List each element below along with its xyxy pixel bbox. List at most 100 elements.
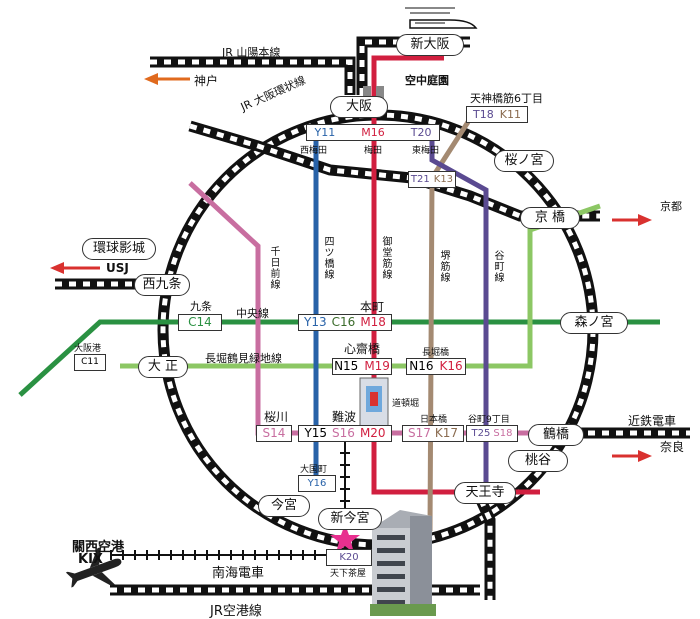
tanimachi-line — [429, 124, 489, 500]
station-code-kujo[interactable]: C14 — [178, 314, 222, 331]
usj-label: USJ — [106, 261, 129, 275]
station-code-namba[interactable]: Y15 S16 M20 — [298, 425, 392, 442]
chuo-line — [18, 319, 660, 397]
sakaisuji-line-label: 堺筋線 — [438, 250, 449, 283]
code-t21: T21 — [410, 174, 430, 185]
kansai-airport-label: 關西空港 — [72, 540, 125, 555]
code-s17: S17 — [407, 426, 431, 440]
code-y13: Y13 — [304, 315, 327, 329]
code-t25: T25 — [471, 428, 491, 439]
station-code-daikokucho[interactable]: Y16 — [298, 475, 336, 492]
code-t18: T18 — [473, 108, 494, 121]
station-taisho[interactable]: 大 正 — [138, 356, 188, 378]
code-n15: N15 — [334, 359, 359, 373]
hommachi-label: 本町 — [360, 300, 385, 314]
kobe-label: 神户 — [194, 74, 219, 88]
code-m19: M19 — [364, 359, 390, 373]
code-m18: M18 — [360, 315, 386, 329]
usj-arrow — [50, 262, 100, 274]
code-y11: Y11 — [314, 126, 336, 139]
nara-label: 奈良 — [660, 440, 685, 454]
tanimachi-line-label: 谷町線 — [492, 250, 503, 283]
yotsubashi-line-label: 四ツ橋線 — [322, 236, 333, 280]
station-shin-osaka[interactable]: 新大阪 — [396, 34, 464, 56]
code-c16: C16 — [331, 315, 356, 329]
nagahori-line-label: 長堀鶴見緑地線 — [205, 352, 282, 365]
airplane-icon — [65, 546, 122, 588]
code-s18: S18 — [493, 428, 513, 439]
code-k17: K17 — [434, 426, 459, 440]
dotonbori-sign-icon — [359, 377, 389, 429]
station-imamiya[interactable]: 今宮 — [258, 495, 310, 517]
station-code-nagahoribashi[interactable]: N16 K16 — [406, 358, 466, 375]
code-m20: M20 — [359, 426, 386, 440]
jr-sanyo-label: JR 山陽本線 — [222, 46, 281, 59]
station-code-shinsaibashi[interactable]: N15 M19 — [332, 358, 392, 375]
tenjinbashi-label: 天神橋筋6丁目 — [470, 92, 543, 105]
code-k16: K16 — [439, 359, 463, 373]
code-k13: K13 — [433, 174, 454, 185]
hotel-building-icon — [370, 510, 436, 616]
code-c11: C11 — [81, 357, 99, 367]
namba-label: 難波 — [332, 410, 357, 424]
tanimachi9-label: 谷町9丁目 — [468, 415, 510, 425]
nankai-label: 南海電車 — [212, 566, 265, 581]
station-osaka[interactable]: 大阪 — [330, 96, 388, 118]
code-n16: N16 — [409, 359, 434, 373]
nara-arrow — [612, 450, 652, 462]
shinkansen-icon — [405, 7, 478, 29]
station-momodani[interactable]: 桃谷 — [508, 450, 568, 472]
nagahoribashi-label: 長堀橋 — [422, 348, 450, 358]
umeda-label: 梅田 — [364, 146, 383, 156]
code-s14: S14 — [262, 426, 286, 440]
station-code-osakako[interactable]: C11 — [74, 354, 106, 371]
chuo-line-label: 中央線 — [236, 307, 269, 320]
nipponbashi-label: 日本橋 — [420, 415, 448, 425]
sakuragawa-label: 桜川 — [264, 410, 289, 424]
station-sakuranomiya[interactable]: 桜ノ宮 — [494, 150, 554, 172]
sennichimae-line-label: 千日前線 — [268, 246, 279, 290]
code-s16: S16 — [332, 426, 355, 440]
station-code-osaka[interactable]: Y11 M16 T20 — [306, 124, 440, 141]
osakako-label: 大阪港 — [74, 344, 102, 354]
code-m16: M16 — [361, 126, 385, 139]
midosuji-line-label: 御堂筋線 — [380, 236, 391, 280]
station-shin-imamiya[interactable]: 新今宮 — [318, 508, 382, 530]
code-c14: C14 — [188, 315, 212, 329]
kix-label: KIX — [78, 552, 103, 567]
code-k20: K20 — [339, 552, 359, 563]
station-code-hommachi[interactable]: Y13 C16 M18 — [298, 314, 392, 331]
kyoto-arrow — [612, 214, 652, 226]
station-morinomiya[interactable]: 森ノ宮 — [560, 312, 628, 334]
code-y16: Y16 — [307, 478, 327, 489]
midosuji-line — [371, 55, 444, 100]
station-tennoji[interactable]: 天王寺 — [454, 482, 516, 504]
nishi-umeda-label: 西梅田 — [300, 146, 328, 156]
dotonbori-label: 道頓堀 — [392, 399, 420, 409]
station-code-sakuragawa[interactable]: S14 — [256, 425, 292, 442]
code-t20: T20 — [410, 126, 432, 139]
higashi-umeda-label: 東梅田 — [412, 146, 440, 156]
star-icon — [330, 524, 360, 553]
jr-tozai-line — [188, 120, 600, 222]
kintetsu-label: 近鉄電車 — [628, 414, 677, 428]
station-kyobashi[interactable]: 京 橋 — [520, 207, 580, 229]
station-code-tengachaya[interactable]: K20 — [326, 549, 372, 566]
code-y15: Y15 — [304, 426, 328, 440]
umeda-sky-building-icon — [363, 86, 384, 100]
kobe-arrow — [144, 73, 190, 85]
station-nishikujo[interactable]: 西九条 — [134, 274, 190, 296]
station-tsuruhashi[interactable]: 鶴橋 — [528, 424, 584, 446]
tengachaya-label: 天下茶屋 — [330, 569, 367, 579]
daikokucho-label: 大国町 — [300, 465, 328, 475]
station-universal-city[interactable]: 環球影城 — [82, 238, 156, 260]
kujo-label: 九条 — [190, 300, 212, 313]
jr-airport-label: JR空港線 — [210, 604, 262, 619]
shinsaibashi-label: 心齋橋 — [344, 342, 381, 356]
kyoto-label: 京都 — [660, 200, 682, 213]
